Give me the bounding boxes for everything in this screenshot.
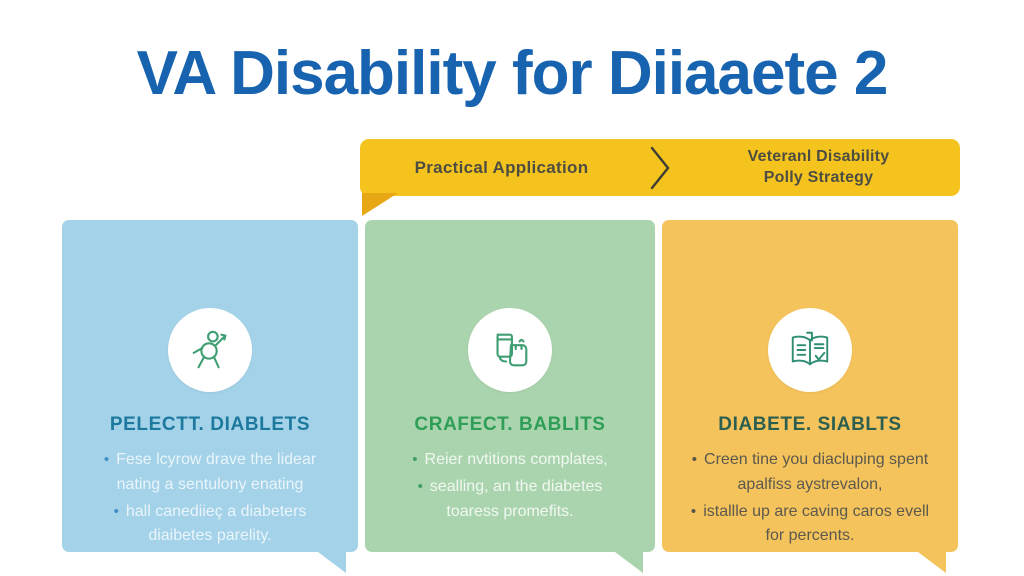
card-blue: PELECTT. DIABLETS • Fese lcyrow drave the… [62,220,358,573]
bullet-text: Fese lcyrow drave the lidear nating a se… [116,451,317,493]
card-green-icon-circle [468,308,552,392]
banner-right-line1: Veteranl Disability [747,147,890,165]
list-item: • Fese lcyrow drave the lidear nating a s… [88,448,332,498]
bullet-text: istallle up are caving caros evell for p… [703,502,930,545]
bullet-text: sealling, an the diabetes toaress promef… [429,477,603,520]
chevron-right-icon [650,146,670,189]
card-green-bullet-list: •Reier nvtitions complates, •sealling, a… [365,448,655,526]
bullet-dot: • [691,451,698,468]
card-yellow-heading: DIABETE. SIABLTS [718,414,902,435]
bullet-dot: • [412,451,418,468]
list-item: • hall canediieç a diabeters diaibetes pa… [88,500,332,550]
card-yellow: DIABETE. SIABLTS • Creen tine you diaclup… [662,220,958,573]
page-title: VA Disability for Diiaaete 2 [136,39,889,108]
open-book-checklist-icon [791,331,829,366]
banner-right-line2: Polly Strategy [763,168,874,186]
card-yellow-icon-circle [768,308,852,392]
bullet-dot: • [417,477,423,495]
exercising-person-icon [192,330,227,369]
list-item: • Reier nvtitions complates, [391,448,629,473]
bullet-text: hall canediieç a diabeters diaibetes par… [125,502,307,545]
list-item: • Creen tine you diacluping spent apalfis… [688,448,932,498]
list-item: • istallle up are caving caros evell for … [688,500,932,550]
card-blue-heading: PELECTT. DIABLETS [109,414,311,435]
bullet-text: Reier nvtitions complates, [424,451,608,468]
bullet-dot: • [103,451,110,468]
bullet-dot: • [113,502,119,520]
glass-and-tag-icon [496,333,528,367]
flow-banner: Practical Application Veteranl Disabilit… [360,139,960,216]
card-green-heading: CRAFECT. BABLITS [414,414,606,435]
card-yellow-bullet-list: • Creen tine you diacluping spent apalfis… [662,448,958,551]
card-green: CRAFECT. BABLITS •Reier nvtitions compla… [365,220,655,573]
banner-right-label: Veteranl Disability Polly Strategy [677,147,960,189]
banner-left-label: Practical Application [414,157,589,177]
card-blue-bullet-list: • Fese lcyrow drave the lidear nating a s… [62,448,358,551]
list-item: • sealling, an the diabetes toaress prome… [391,475,629,525]
card-blue-icon-circle [168,308,252,392]
bullet-dot: • [690,502,697,520]
bullet-text: Creen tine you diacluping spent apalfiss… [704,451,929,493]
